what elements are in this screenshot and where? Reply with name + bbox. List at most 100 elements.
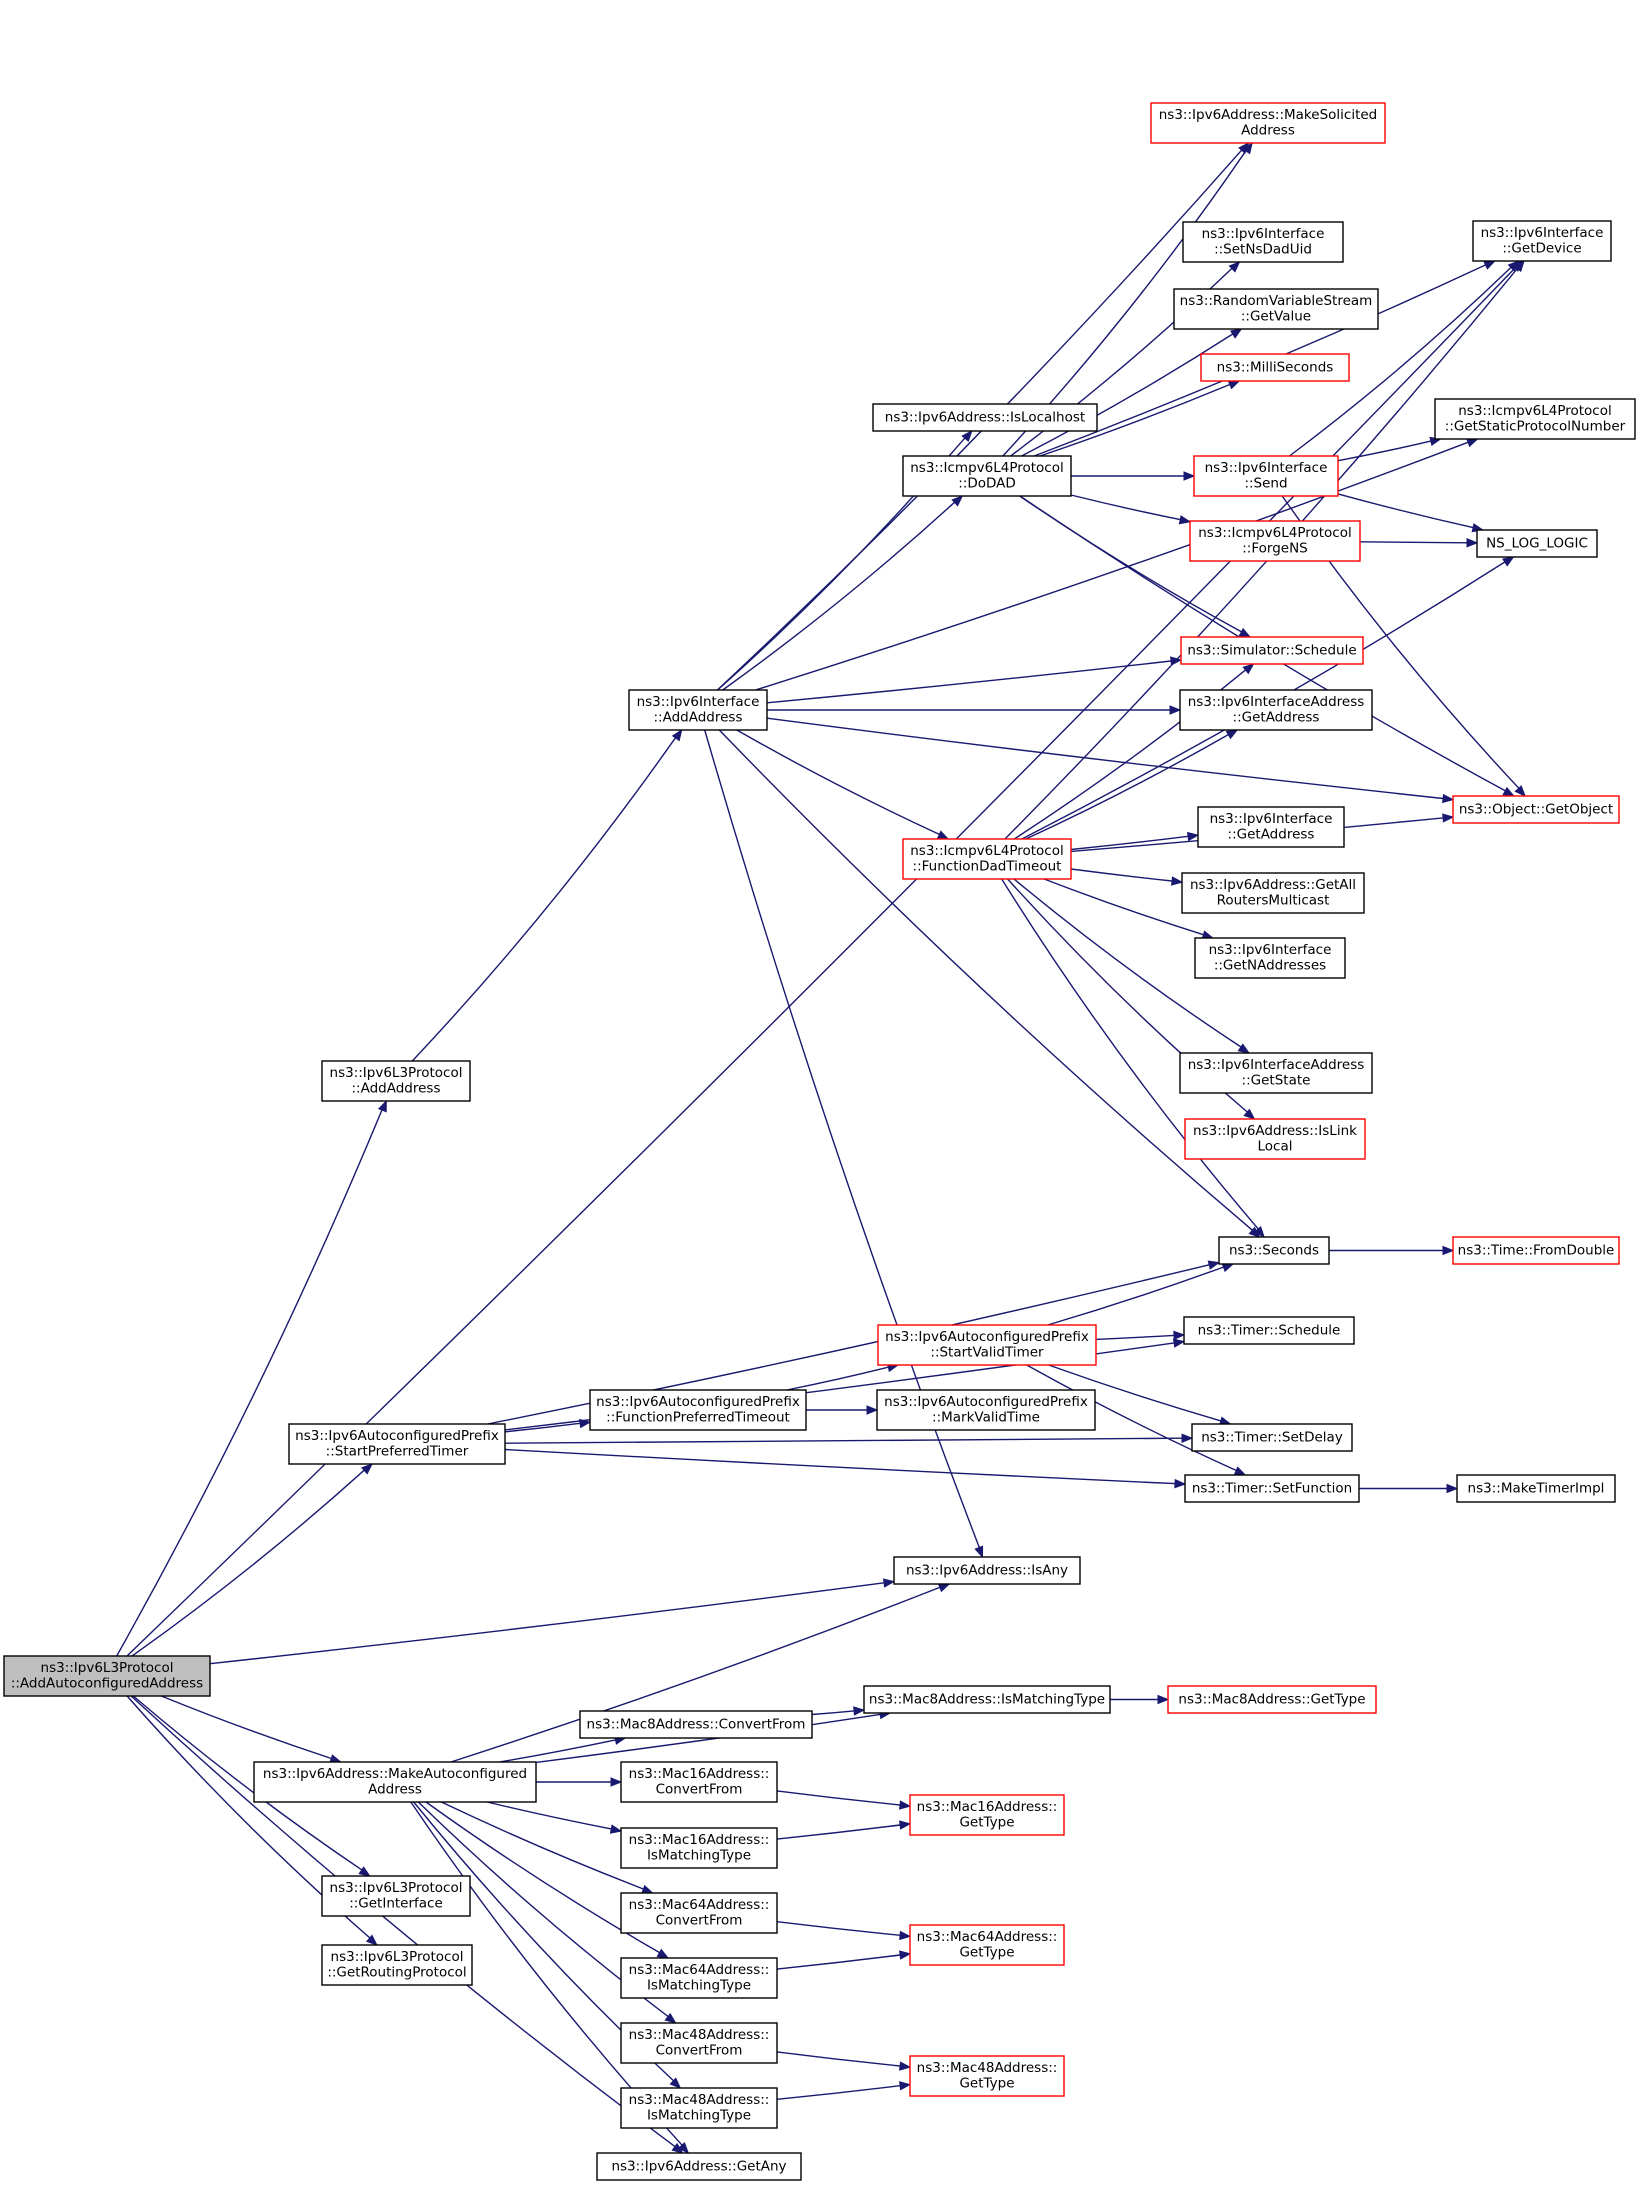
edge-ifAddAddress-to-doDAD (722, 495, 964, 691)
node-label: ::AddAddress (352, 1081, 441, 1097)
node-box (589, 1389, 807, 1431)
node-label: IsMatchingType (647, 1848, 751, 1864)
node-label: ns3::Icmpv6L4Protocol (910, 843, 1064, 859)
node-simSchedule[interactable]: ns3::Simulator::Schedule (1180, 636, 1364, 665)
node-label: ns3::Ipv6Address::GetAny (611, 2158, 786, 2174)
node-mac48Convert[interactable]: ns3::Mac48Address::ConvertFrom (620, 2022, 778, 2064)
node-label: ns3::Ipv6Address::IsLocalhost (885, 409, 1085, 425)
node-label: ns3::Ipv6InterfaceAddress (1188, 1057, 1365, 1073)
node-label: ns3::Ipv6L3Protocol (330, 1880, 463, 1896)
node-label: ns3::Ipv6AutoconfiguredPrefix (596, 1394, 800, 1410)
node-box (628, 689, 768, 731)
edge-doDAD-to-rvsGetValue (1021, 328, 1243, 457)
node-nsLogLogic[interactable]: NS_LOG_LOGIC (1476, 529, 1598, 558)
node-label: ::AddAddress (654, 710, 743, 726)
node-box (620, 1827, 778, 1869)
node-label: ns3::Timer::Schedule (1198, 1322, 1341, 1338)
node-label: ns3::Ipv6Interface (1481, 225, 1604, 241)
node-mac48Matching[interactable]: ns3::Mac48Address::IsMatchingType (620, 2087, 778, 2129)
node-box (1189, 520, 1361, 562)
node-isAny[interactable]: ns3::Ipv6Address::IsAny (893, 1556, 1081, 1585)
node-markValid[interactable]: ns3::Ipv6AutoconfiguredPrefix::MarkValid… (876, 1389, 1096, 1431)
node-l3AddAddress[interactable]: ns3::Ipv6L3Protocol::AddAddress (321, 1060, 471, 1102)
edge-mac8ConvertFrom-to-mac8IsMatching (811, 1706, 866, 1716)
node-label: ::FunctionPreferredTimeout (606, 1410, 790, 1426)
node-ifSend[interactable]: ns3::Ipv6Interface::Send (1193, 455, 1339, 497)
node-box (909, 1924, 1065, 1966)
node-getAny[interactable]: ns3::Ipv6Address::GetAny (596, 2152, 802, 2181)
node-funcDadTimeout[interactable]: ns3::Icmpv6L4Protocol::FunctionDadTimeou… (902, 838, 1072, 880)
node-getStaticProto[interactable]: ns3::Icmpv6L4Protocol::GetStaticProtocol… (1434, 398, 1636, 440)
node-box (1434, 398, 1636, 440)
edge-funcDadTimeout-to-getAllRouters (1070, 868, 1184, 886)
node-mac64Convert[interactable]: ns3::Mac64Address::ConvertFrom (620, 1892, 778, 1934)
edge-makeAutoconf-to-mac64Matching (425, 1801, 670, 1959)
node-isLocalhost[interactable]: ns3::Ipv6Address::IsLocalhost (872, 403, 1098, 432)
node-box (1452, 1236, 1620, 1265)
node-label: ns3::Ipv6Interface (1202, 226, 1325, 242)
node-box (1218, 1236, 1330, 1265)
node-mac64Matching[interactable]: ns3::Mac64Address::IsMatchingType (620, 1957, 778, 1999)
node-doDAD[interactable]: ns3::Icmpv6L4Protocol::DoDAD (902, 455, 1072, 497)
node-forgeNS[interactable]: ns3::Icmpv6L4Protocol::ForgeNS (1189, 520, 1361, 562)
node-ifaGetState[interactable]: ns3::Ipv6InterfaceAddress::GetState (1179, 1052, 1373, 1094)
node-milliSeconds[interactable]: ns3::MilliSeconds (1200, 353, 1350, 382)
node-label: ns3::Ipv6L3Protocol (331, 1949, 464, 1965)
node-label: ns3::Mac16Address:: (917, 1799, 1058, 1815)
node-ifAddAddress[interactable]: ns3::Ipv6Interface::AddAddress (628, 689, 768, 731)
node-timerSetDelay[interactable]: ns3::Timer::SetDelay (1191, 1423, 1353, 1452)
node-mac16Matching[interactable]: ns3::Mac16Address::IsMatchingType (620, 1827, 778, 1869)
node-fromDouble[interactable]: ns3::Time::FromDouble (1452, 1236, 1620, 1265)
node-box (321, 1060, 471, 1102)
node-getNAddresses[interactable]: ns3::Ipv6Interface::GetNAddresses (1194, 937, 1346, 979)
node-label: ns3::Mac48Address:: (629, 2027, 770, 2043)
node-rvsGetValue[interactable]: ns3::RandomVariableStream::GetValue (1173, 288, 1379, 330)
node-startValid[interactable]: ns3::Ipv6AutoconfiguredPrefix::StartVali… (877, 1324, 1097, 1366)
edge-makeAutoconf-to-mac16Matching (486, 1801, 623, 1834)
node-box (620, 1892, 778, 1934)
node-mac48GetType[interactable]: ns3::Mac48Address::GetType (909, 2055, 1065, 2097)
node-seconds[interactable]: ns3::Seconds (1218, 1236, 1330, 1265)
node-startPreferred[interactable]: ns3::Ipv6AutoconfiguredPrefix::StartPref… (288, 1423, 506, 1465)
node-mac64GetType[interactable]: ns3::Mac64Address::GetType (909, 1924, 1065, 1966)
node-l3GetInterface[interactable]: ns3::Ipv6L3Protocol::GetInterface (321, 1875, 471, 1917)
node-getObject[interactable]: ns3::Object::GetObject (1452, 795, 1620, 824)
node-label: ns3::Mac8Address::ConvertFrom (587, 1716, 806, 1732)
node-l3GetRouting[interactable]: ns3::Ipv6L3Protocol::GetRoutingProtocol (321, 1944, 473, 1986)
edge-mac64Convert-to-mac64GetType (776, 1921, 912, 1941)
edge-ifAddAddress-to-isAny (704, 729, 984, 1559)
node-mac8GetType[interactable]: ns3::Mac8Address::GetType (1167, 1685, 1377, 1714)
node-box (863, 1685, 1111, 1714)
node-label: ns3::Mac16Address:: (629, 1832, 770, 1848)
node-mac16GetType[interactable]: ns3::Mac16Address::GetType (909, 1794, 1065, 1836)
node-ifGetAddress[interactable]: ns3::Ipv6Interface::GetAddress (1197, 806, 1345, 848)
node-ifaGetAddress[interactable]: ns3::Ipv6InterfaceAddress::GetAddress (1179, 689, 1373, 731)
node-timerSchedule[interactable]: ns3::Timer::Schedule (1183, 1316, 1355, 1345)
node-box (253, 1761, 537, 1803)
node-mac8IsMatching[interactable]: ns3::Mac8Address::IsMatchingType (863, 1685, 1111, 1714)
node-label: ns3::Mac16Address:: (629, 1766, 770, 1782)
node-timerSetFunction[interactable]: ns3::Timer::SetFunction (1184, 1474, 1360, 1503)
node-mac8ConvertFrom[interactable]: ns3::Mac8Address::ConvertFrom (579, 1710, 813, 1739)
edge-startPreferred-to-timerSetDelay (504, 1433, 1194, 1444)
node-box (902, 455, 1072, 497)
node-label: ConvertFrom (656, 2043, 743, 2059)
node-mac16Convert[interactable]: ns3::Mac16Address::ConvertFrom (620, 1761, 778, 1803)
node-label: Address (368, 1782, 422, 1798)
node-label: ns3::Ipv6Address::MakeAutoconfigured (263, 1766, 527, 1782)
node-getDevice[interactable]: ns3::Ipv6Interface::GetDevice (1472, 220, 1612, 262)
node-makeTimerImpl[interactable]: ns3::MakeTimerImpl (1456, 1474, 1616, 1503)
node-makeAutoconf[interactable]: ns3::Ipv6Address::MakeAutoconfiguredAddr… (253, 1761, 537, 1803)
edge-ifSend-to-getStaticProto (1337, 436, 1442, 462)
node-box (321, 1944, 473, 1986)
node-box (1181, 872, 1365, 914)
node-funcPrefTimeout[interactable]: ns3::Ipv6AutoconfiguredPrefix::FunctionP… (589, 1389, 807, 1431)
edge-funcDadTimeout-to-ifaGetAddress (1025, 729, 1239, 840)
node-setNsDadUid[interactable]: ns3::Ipv6Interface::SetNsDadUid (1182, 221, 1344, 263)
node-label: ns3::Icmpv6L4Protocol (910, 460, 1064, 476)
edge-mac8IsMatching-to-mac8GetType (1110, 1694, 1170, 1705)
